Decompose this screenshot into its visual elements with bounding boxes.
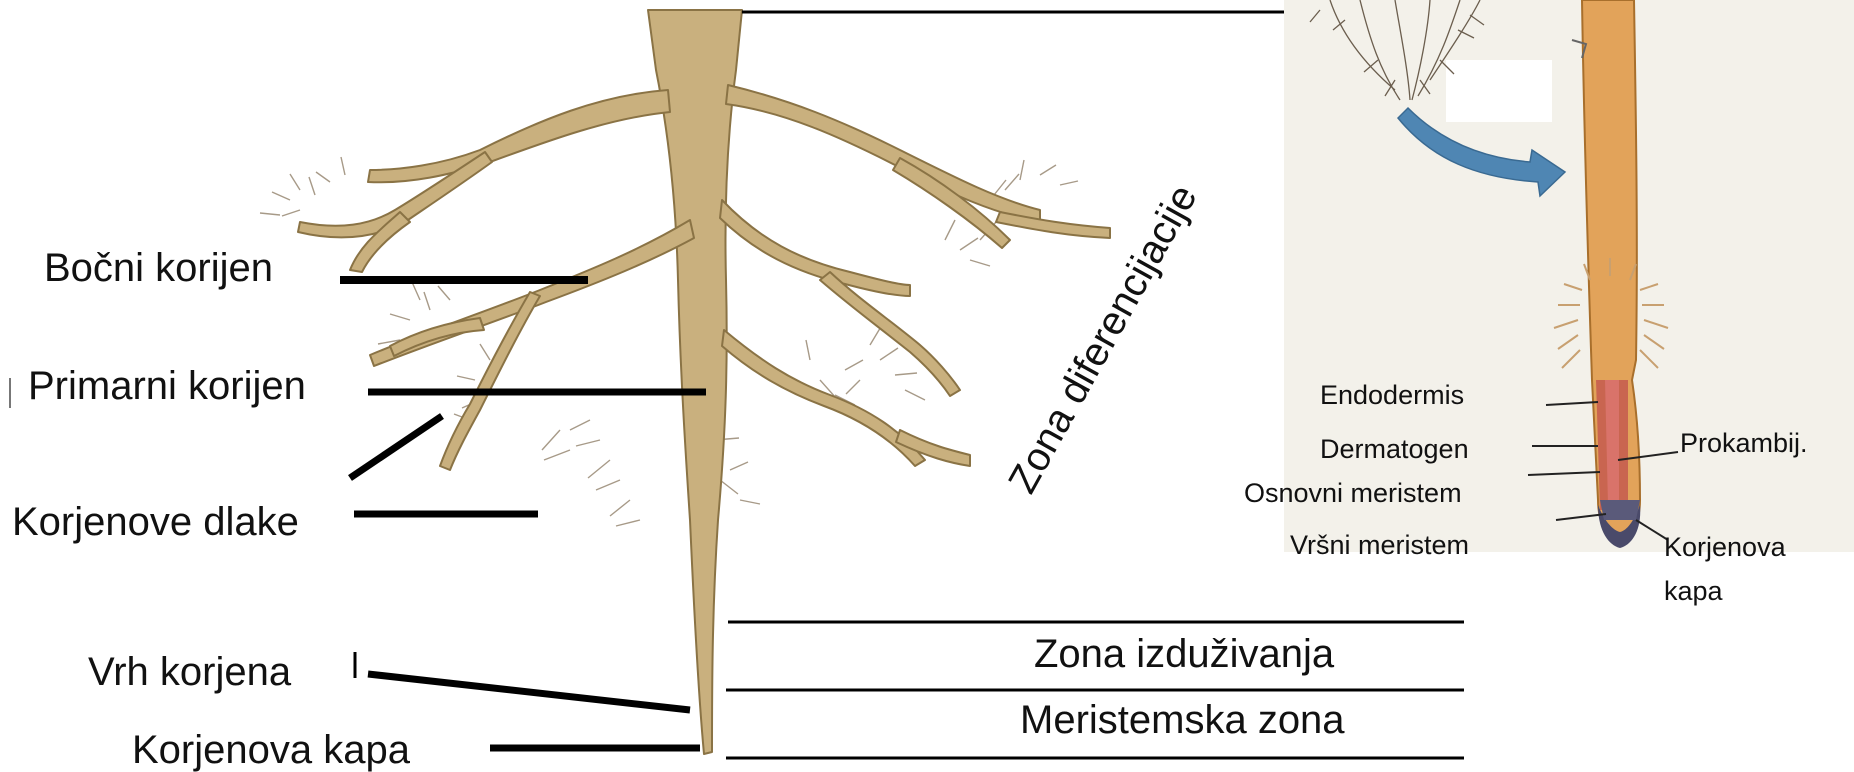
label-root-tip: Vrh korjena	[88, 652, 291, 692]
blank-label-box	[1446, 60, 1552, 122]
label-zone-elongation: Zona izduživanja	[1034, 634, 1334, 674]
label-dermatogen: Dermatogen	[1320, 436, 1469, 463]
label-root-cap-detail-line1: Korjenova	[1664, 534, 1786, 561]
label-root-cap-detail-line2: kapa	[1664, 578, 1723, 605]
label-primary-root: Primarni korijen	[28, 366, 306, 406]
root-hairs-illustration	[260, 157, 1078, 526]
detail-panel	[1284, 0, 1854, 552]
label-root-hairs: Korjenove dlake	[12, 502, 299, 542]
label-zone-meristem: Meristemska zona	[1020, 700, 1345, 740]
root-system-illustration	[298, 10, 1110, 754]
label-apical-meristem: Vršni meristem	[1290, 532, 1469, 559]
label-procambium: Prokambij.	[1680, 430, 1808, 457]
label-root-cap: Korjenova kapa	[132, 730, 410, 770]
label-endodermis: Endodermis	[1320, 382, 1464, 409]
label-lateral-root: Bočni korijen	[44, 248, 273, 288]
label-ground-meristem: Osnovni meristem	[1244, 480, 1462, 507]
